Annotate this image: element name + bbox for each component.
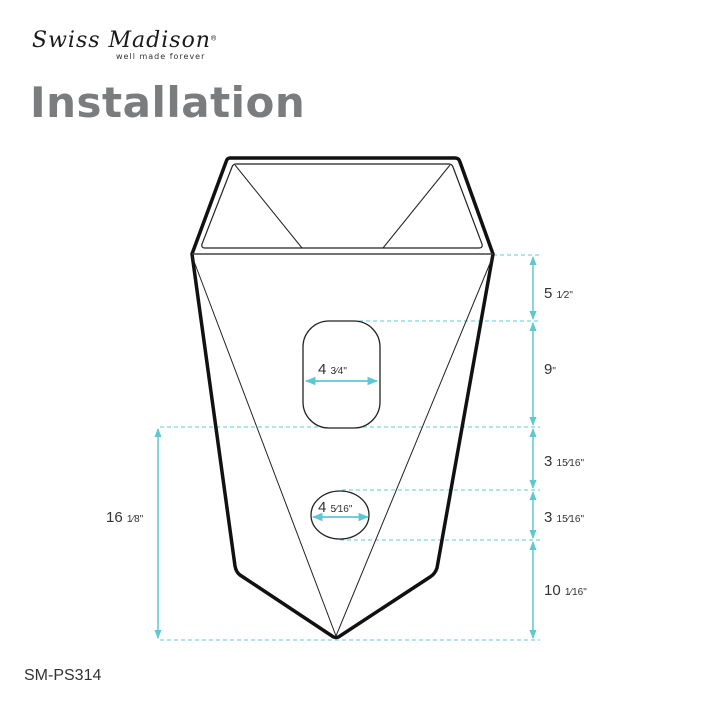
dim-label-10-1-16: 10 1⁄16" [544,582,587,599]
dim-label-4-5-16: 4 5⁄16" [318,499,353,516]
upper-opening [302,320,381,429]
extension-lines [160,254,540,641]
sink-outline [190,156,495,640]
dim-label-4-3-4: 4 3⁄4" [318,361,347,378]
model-number: SM-PS314 [24,667,102,684]
registered-mark: ® [210,35,217,43]
dim-label-9: 9" [544,361,556,378]
dim-label-3-15-16-b: 3 15⁄16" [544,509,584,526]
dim-label-16-1-8: 16 1⁄8" [106,509,144,526]
brand-tagline: well made forever [116,52,206,61]
brand-name: Swiss Madison [32,28,211,53]
page-title: Installation [30,78,306,127]
dim-label-5-1-2: 5 1⁄2" [544,285,573,302]
dim-label-3-15-16-a: 3 15⁄16" [544,453,584,470]
brand-logo: Swiss Madison® well made forever [32,28,217,62]
